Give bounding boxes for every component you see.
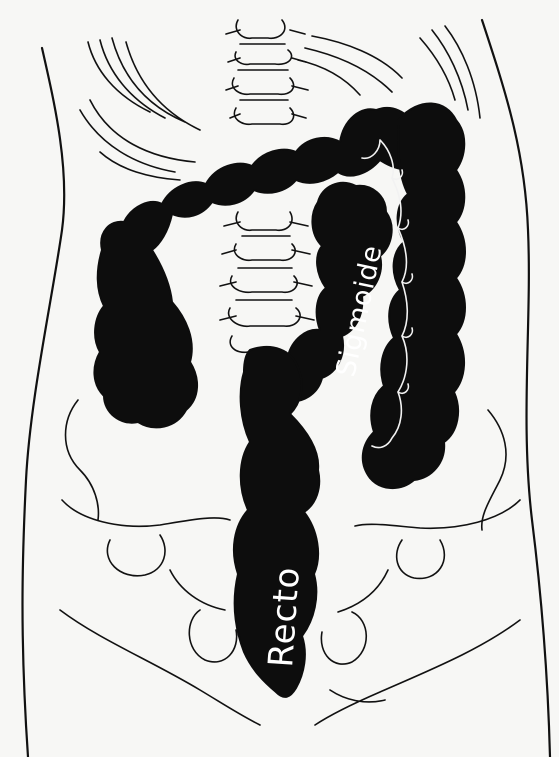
- ribs-right: [298, 26, 480, 118]
- ribs-left: [80, 38, 200, 180]
- recto-label: Recto: [261, 565, 308, 668]
